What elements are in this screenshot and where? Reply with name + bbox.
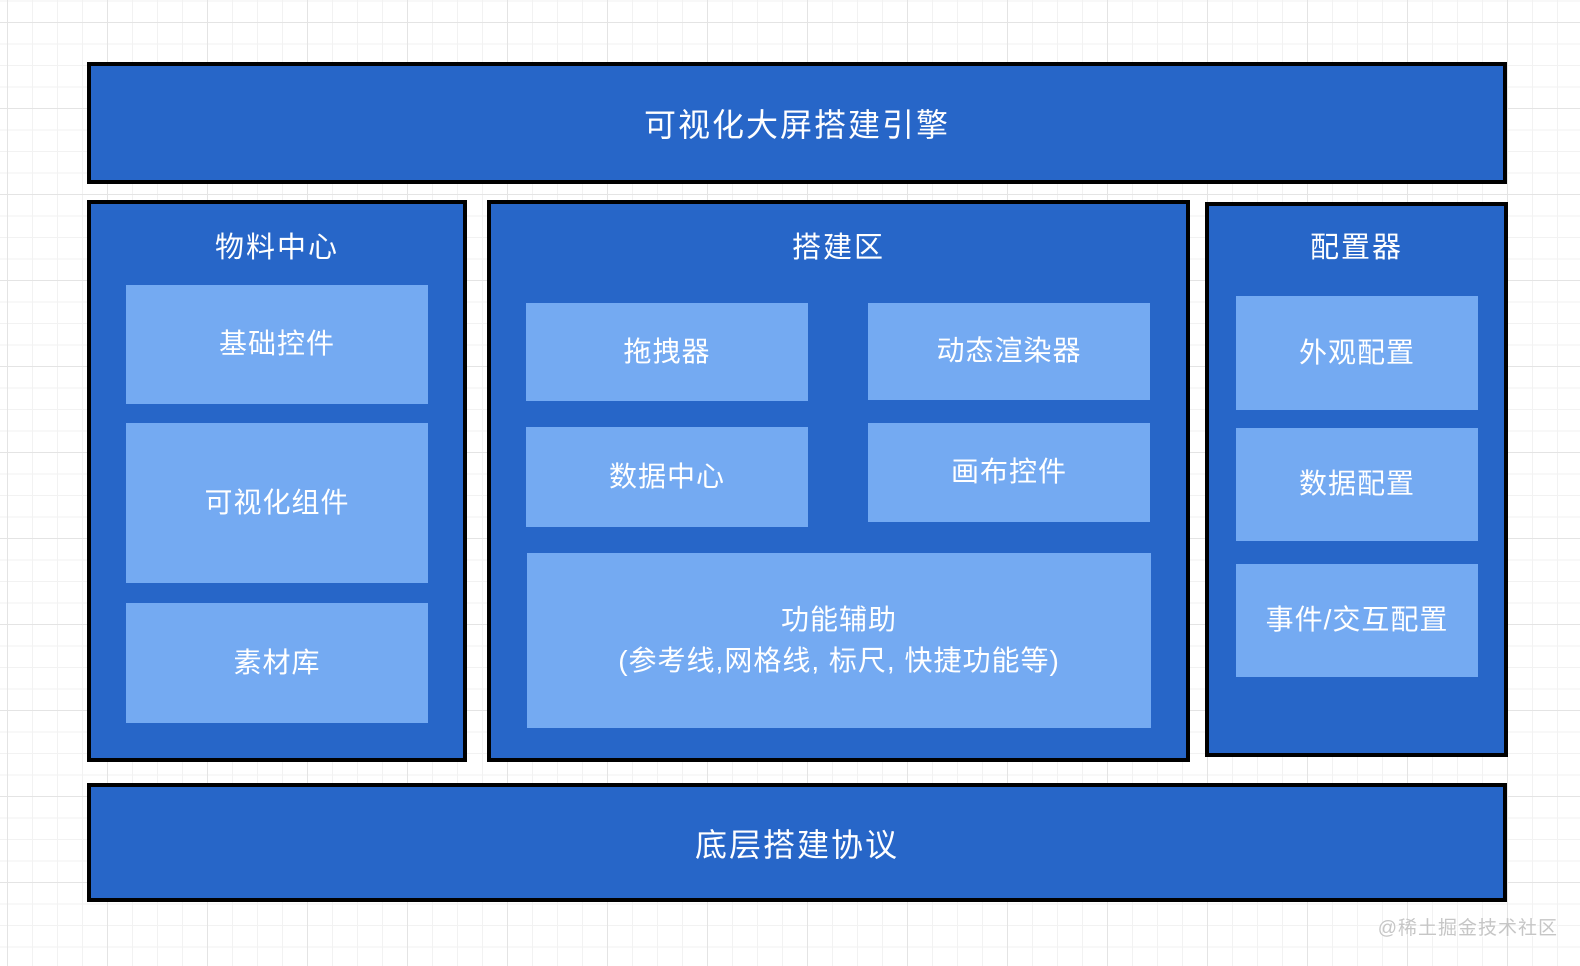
box-canvas-widget: 画布控件 [868, 423, 1150, 522]
box-canvas-widget-label: 画布控件 [950, 456, 1067, 488]
box-visual-components-label: 可视化组件 [204, 486, 350, 518]
box-basic-widgets: 基础控件 [126, 285, 428, 404]
box-event-interaction-config: 事件/交互配置 [1236, 564, 1478, 677]
box-drag-handler: 拖拽器 [526, 303, 808, 401]
box-data-center-label: 数据中心 [608, 460, 725, 492]
panel-material-center: 物料中心 基础控件 可视化组件 素材库 [87, 200, 467, 762]
watermark: @稀土掘金技术社区 [1377, 918, 1558, 939]
bottom-banner-title: 底层搭建协议 [694, 826, 899, 863]
bottom-banner: 底层搭建协议 [87, 783, 1507, 902]
box-asset-library-label: 素材库 [233, 646, 321, 678]
function-helper-title: 功能辅助 [780, 603, 897, 635]
box-basic-widgets-label: 基础控件 [218, 328, 335, 360]
box-data-config-label: 数据配置 [1298, 468, 1415, 500]
panel-title-build-area: 搭建区 [791, 232, 885, 264]
panel-title-configurator: 配置器 [1309, 232, 1403, 264]
function-helper-subtitle: (参考线,网格线, 标尺, 快捷功能等) [618, 644, 1060, 676]
box-appearance-config-label: 外观配置 [1298, 336, 1415, 368]
panel-title-material-center: 物料中心 [214, 232, 339, 264]
box-event-interaction-config-label: 事件/交互配置 [1265, 604, 1449, 636]
box-data-center: 数据中心 [526, 427, 808, 527]
box-dynamic-renderer: 动态渲染器 [868, 303, 1150, 400]
panel-build-area: 搭建区 拖拽器 动态渲染器 数据中心 画布控件 功能辅助 (参考线,网格线, 标… [487, 200, 1190, 762]
panel-configurator: 配置器 外观配置 数据配置 事件/交互配置 [1205, 202, 1508, 757]
box-visual-components: 可视化组件 [126, 423, 428, 583]
box-dynamic-renderer-label: 动态渲染器 [936, 335, 1082, 367]
box-function-helper: 功能辅助 (参考线,网格线, 标尺, 快捷功能等) [527, 553, 1151, 728]
box-asset-library: 素材库 [126, 603, 428, 723]
box-drag-handler-label: 拖拽器 [623, 335, 711, 367]
top-banner-title: 可视化大屏搭建引擎 [643, 107, 950, 143]
top-banner: 可视化大屏搭建引擎 [87, 62, 1507, 184]
box-data-config: 数据配置 [1236, 428, 1478, 541]
box-appearance-config: 外观配置 [1236, 296, 1478, 410]
